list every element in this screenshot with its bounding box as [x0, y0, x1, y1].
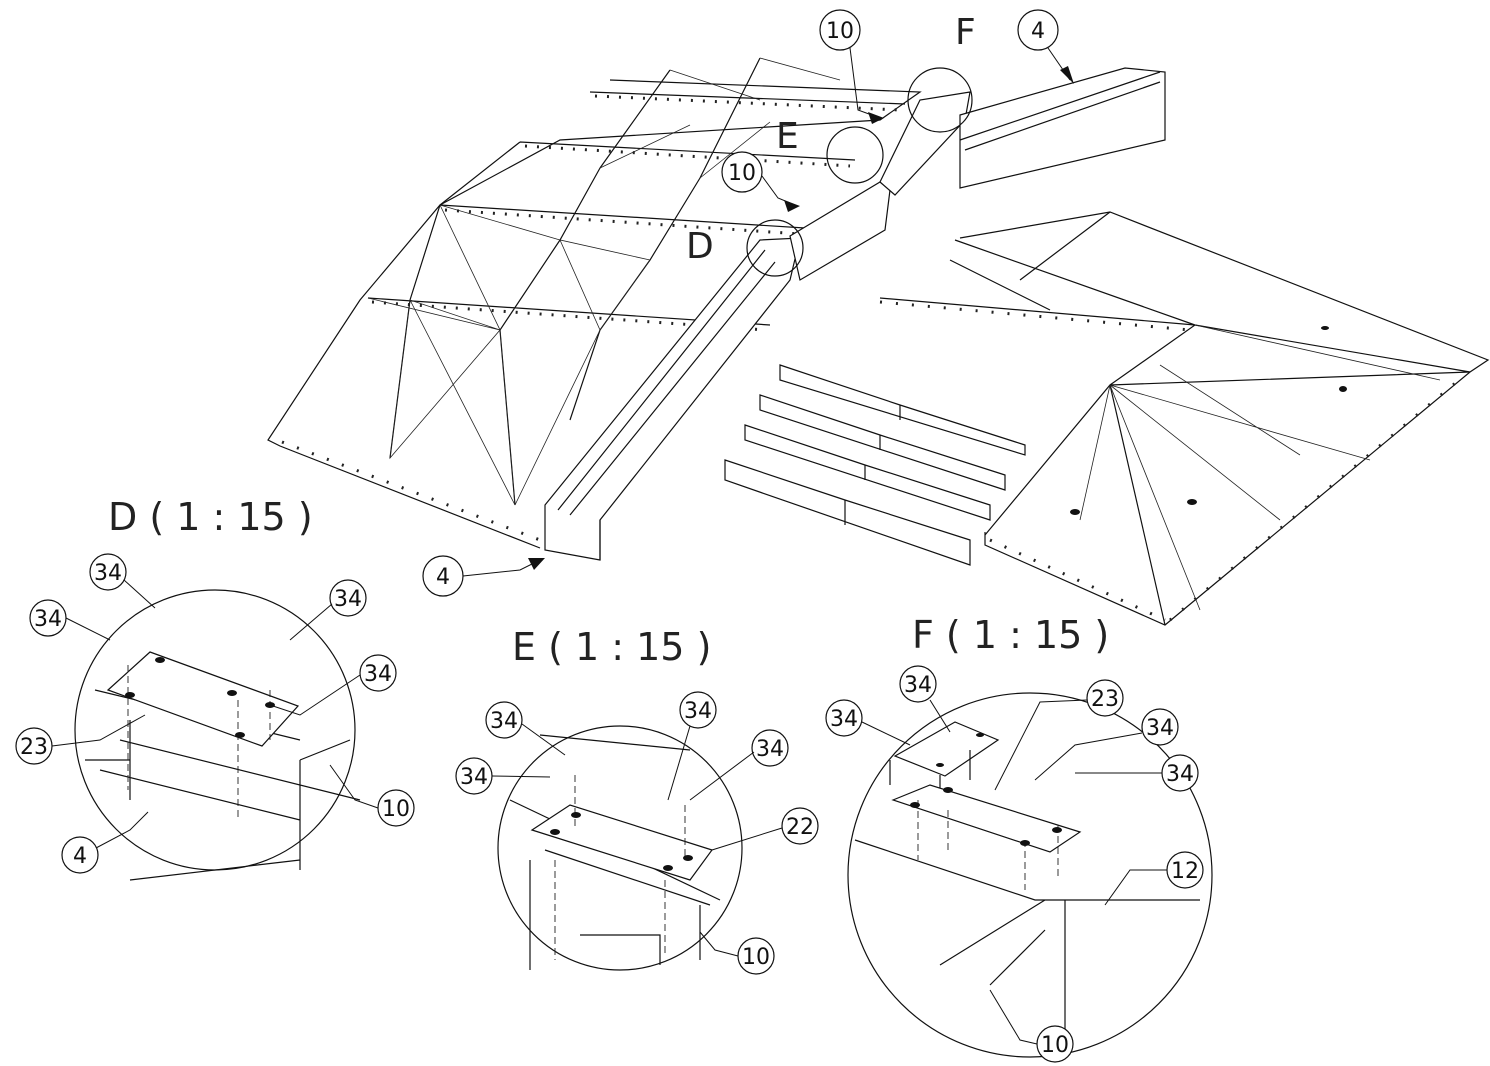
- detail-view-d: D ( 1 : 15 ) 34 34 34 34 23: [15, 495, 415, 881]
- center-rail-long: [544, 237, 801, 561]
- detail-d-plate: [106, 651, 300, 747]
- detail-f-plate: [891, 784, 1082, 853]
- svg-text:34: 34: [904, 673, 932, 698]
- svg-text:34: 34: [334, 587, 362, 612]
- callout-f-12: 12: [1104, 851, 1204, 906]
- right-platform-truss: [1079, 324, 1441, 611]
- center-rail-upper: [789, 181, 891, 281]
- detail-title-f: F ( 1 : 15 ): [912, 613, 1109, 657]
- svg-text:34: 34: [1146, 716, 1174, 741]
- callout-main-4-top: 4: [1017, 9, 1074, 84]
- svg-text:4: 4: [73, 844, 87, 869]
- stairs: [724, 364, 1026, 566]
- detail-circle-f: [847, 692, 1213, 1058]
- callout-d-34-a: 34: [89, 553, 156, 609]
- view-label-d: D: [686, 226, 714, 267]
- callout-main-10-top: 10: [819, 9, 884, 124]
- svg-text:34: 34: [364, 662, 392, 687]
- svg-text:10: 10: [1041, 1033, 1069, 1058]
- right-platform-seams: [879, 211, 1471, 626]
- svg-text:34: 34: [94, 561, 122, 586]
- detail-marker-e: [826, 126, 884, 184]
- svg-text:10: 10: [826, 19, 854, 44]
- detail-title-d: D ( 1 : 15 ): [108, 495, 313, 539]
- detail-view-f: F ( 1 : 15 ) 34 34 23 34 34: [825, 613, 1213, 1063]
- callout-d-23: 23: [15, 714, 146, 765]
- svg-text:34: 34: [756, 737, 784, 762]
- svg-text:23: 23: [20, 735, 48, 760]
- detail-title-e: E ( 1 : 15 ): [512, 625, 711, 669]
- svg-text:4: 4: [436, 565, 450, 590]
- callout-d-34-c: 34: [289, 579, 367, 641]
- callout-f-23: 23: [994, 679, 1124, 791]
- svg-text:34: 34: [830, 707, 858, 732]
- right-platform-outline: [959, 211, 1490, 626]
- main-assembly-view: D E F 10 10 4 4: [267, 9, 1490, 626]
- callout-d-10: 10: [329, 764, 415, 827]
- callout-d-34-b: 34: [29, 599, 111, 641]
- svg-text:12: 12: [1171, 859, 1199, 884]
- view-label-e: E: [776, 116, 799, 157]
- callout-e-34-c: 34: [667, 691, 717, 801]
- detail-circle-e: [497, 725, 743, 971]
- right-upper-beam: [959, 67, 1166, 189]
- svg-text:4: 4: [1031, 19, 1045, 44]
- svg-text:34: 34: [1166, 762, 1194, 787]
- callout-d-4: 4: [61, 811, 149, 874]
- callout-e-10: 10: [699, 931, 775, 975]
- left-ramp-truss: [367, 57, 841, 506]
- detail-view-e: E ( 1 : 15 ) 34 34 34 34 22 10: [455, 625, 819, 975]
- callout-f-10: 10: [989, 989, 1074, 1063]
- svg-text:10: 10: [742, 945, 770, 970]
- callout-f-34-a: 34: [825, 699, 911, 746]
- callout-main-10-mid: 10: [721, 151, 800, 212]
- callout-e-34-d: 34: [689, 729, 789, 801]
- svg-text:10: 10: [728, 161, 756, 186]
- svg-text:22: 22: [786, 815, 814, 840]
- detail-marker-d: [746, 219, 804, 277]
- svg-text:34: 34: [34, 607, 62, 632]
- center-rail-top: [879, 91, 971, 196]
- callout-f-34-c: 34: [1034, 708, 1179, 781]
- svg-text:34: 34: [684, 699, 712, 724]
- callout-main-4-left: 4: [422, 555, 545, 597]
- svg-text:34: 34: [460, 765, 488, 790]
- callout-e-34-b: 34: [455, 757, 551, 795]
- callout-e-22: 22: [711, 807, 819, 851]
- callout-e-34-a: 34: [485, 701, 566, 756]
- callout-d-34-d: 34: [269, 654, 397, 716]
- detail-marker-f: [907, 67, 973, 133]
- svg-text:34: 34: [490, 709, 518, 734]
- view-label-f: F: [955, 12, 976, 53]
- callout-f-34-b: 34: [899, 665, 951, 733]
- detail-f-top-plate: [893, 721, 1000, 777]
- svg-text:23: 23: [1091, 687, 1119, 712]
- svg-text:10: 10: [382, 797, 410, 822]
- callout-f-34-d: 34: [1075, 754, 1199, 792]
